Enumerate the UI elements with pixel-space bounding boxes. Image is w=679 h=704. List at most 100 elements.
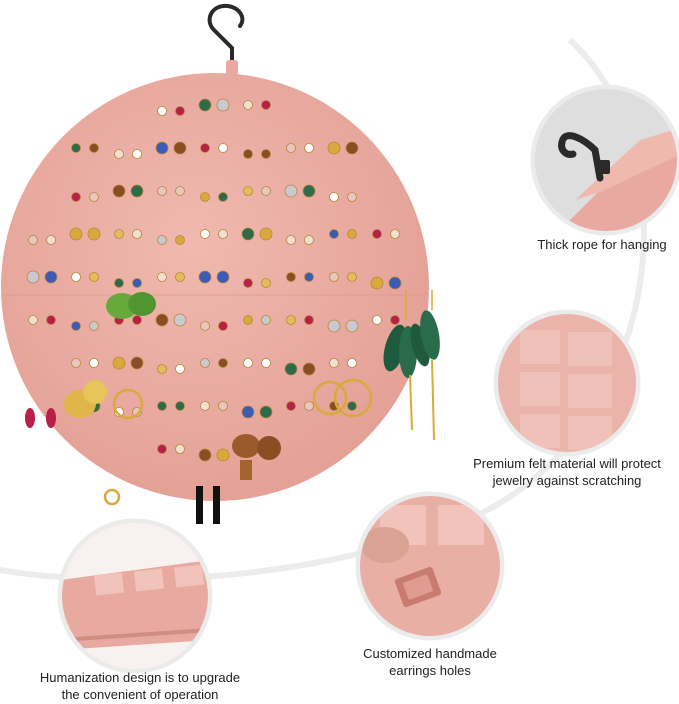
caption-felt: Premium felt material will protect jewel… bbox=[452, 455, 679, 489]
earring-stud bbox=[304, 235, 314, 245]
earring-stud bbox=[132, 278, 142, 288]
earring-stud bbox=[302, 184, 316, 198]
earring-stud bbox=[175, 106, 185, 116]
earring-stud bbox=[130, 356, 144, 370]
earring-stud bbox=[200, 192, 210, 202]
earring-stud bbox=[241, 405, 255, 419]
earring-stud bbox=[112, 356, 126, 370]
earring-stud bbox=[329, 358, 339, 368]
earring-stud bbox=[89, 143, 99, 153]
earring-stud bbox=[71, 192, 81, 202]
earring-stud bbox=[388, 276, 402, 290]
red-drop-earrings bbox=[25, 408, 56, 428]
earring-stud bbox=[259, 227, 273, 241]
earring-stud bbox=[243, 186, 253, 196]
earring-stud bbox=[173, 313, 187, 327]
earring-stud bbox=[327, 141, 341, 155]
earring-stud bbox=[200, 143, 210, 153]
earring-stud bbox=[243, 358, 253, 368]
caption-rope: Thick rope for hanging bbox=[522, 236, 679, 253]
earring-stud bbox=[157, 186, 167, 196]
earring-stud bbox=[89, 358, 99, 368]
earring-stud bbox=[28, 235, 38, 245]
earring-stud bbox=[216, 448, 230, 462]
hoop-earrings bbox=[103, 378, 373, 506]
earring-stud bbox=[286, 272, 296, 282]
earring-stud bbox=[327, 319, 341, 333]
earring-stud bbox=[218, 358, 228, 368]
inset-holes bbox=[355, 491, 505, 641]
earring-stud bbox=[329, 229, 339, 239]
earring-stud bbox=[243, 149, 253, 159]
inset-felt bbox=[493, 309, 641, 457]
earring-stud bbox=[155, 313, 169, 327]
earring-stud bbox=[218, 321, 228, 331]
earring-stud bbox=[157, 444, 167, 454]
earring-stud bbox=[44, 270, 58, 284]
earring-stud bbox=[347, 229, 357, 239]
earring-stud bbox=[304, 401, 314, 411]
earring-stud bbox=[241, 227, 255, 241]
earring-stud bbox=[304, 315, 314, 325]
earring-stud bbox=[347, 272, 357, 282]
earring-stud bbox=[370, 276, 384, 290]
earring-stud bbox=[304, 272, 314, 282]
earring-stud bbox=[345, 319, 359, 333]
caption-holes-line-2: earrings holes bbox=[389, 663, 471, 678]
caption-felt-line-1: Premium felt material will protect bbox=[473, 456, 661, 471]
earring-stud bbox=[132, 315, 142, 325]
earring-stud bbox=[175, 272, 185, 282]
earring-stud bbox=[157, 106, 167, 116]
earring-stud bbox=[198, 270, 212, 284]
earring-stud bbox=[218, 143, 228, 153]
earring-stud bbox=[114, 278, 124, 288]
earring-stud bbox=[284, 362, 298, 376]
inset-humanization bbox=[57, 518, 213, 674]
earring-stud bbox=[347, 192, 357, 202]
tassel-earrings bbox=[196, 486, 220, 524]
caption-humanization-line-1: Humanization design is to upgrade bbox=[39, 670, 241, 685]
earring-stud bbox=[114, 229, 124, 239]
caption-felt-line-2: jewelry against scratching bbox=[492, 473, 642, 488]
felt-board bbox=[1, 73, 429, 501]
earring-stud bbox=[175, 186, 185, 196]
earring-stud bbox=[329, 272, 339, 282]
earring-stud bbox=[46, 235, 56, 245]
earring-stud bbox=[157, 401, 167, 411]
earring-stud bbox=[372, 315, 382, 325]
earring-stud bbox=[261, 315, 271, 325]
earring-stud bbox=[218, 401, 228, 411]
hook-icon bbox=[207, 3, 245, 76]
earring-stud bbox=[243, 315, 253, 325]
earring-stud bbox=[243, 278, 253, 288]
earring-stud bbox=[175, 444, 185, 454]
earring-stud bbox=[198, 448, 212, 462]
earring-stud bbox=[284, 184, 298, 198]
caption-humanization: Humanization design is to upgrade the co… bbox=[10, 669, 270, 703]
earring-stud bbox=[198, 98, 212, 112]
earring-stud bbox=[157, 272, 167, 282]
earring-stud bbox=[175, 401, 185, 411]
earring-stud bbox=[243, 100, 253, 110]
caption-rope-text: Thick rope for hanging bbox=[537, 237, 667, 252]
wooden-earrings bbox=[232, 434, 281, 480]
earring-stud bbox=[200, 229, 210, 239]
earring-stud bbox=[175, 364, 185, 374]
earring-stud bbox=[390, 315, 400, 325]
earring-stud bbox=[89, 192, 99, 202]
earring-stud bbox=[114, 149, 124, 159]
earring-stud bbox=[157, 364, 167, 374]
earring-stud bbox=[71, 358, 81, 368]
earring-stud bbox=[71, 272, 81, 282]
earring-stud bbox=[259, 405, 273, 419]
earring-stud bbox=[216, 98, 230, 112]
earring-stud bbox=[286, 143, 296, 153]
earring-stud bbox=[261, 149, 271, 159]
caption-humanization-line-2: the convenient of operation bbox=[61, 687, 219, 702]
earring-stud bbox=[218, 192, 228, 202]
earring-stud bbox=[26, 270, 40, 284]
feather-earrings bbox=[383, 290, 440, 441]
earring-stud bbox=[87, 227, 101, 241]
